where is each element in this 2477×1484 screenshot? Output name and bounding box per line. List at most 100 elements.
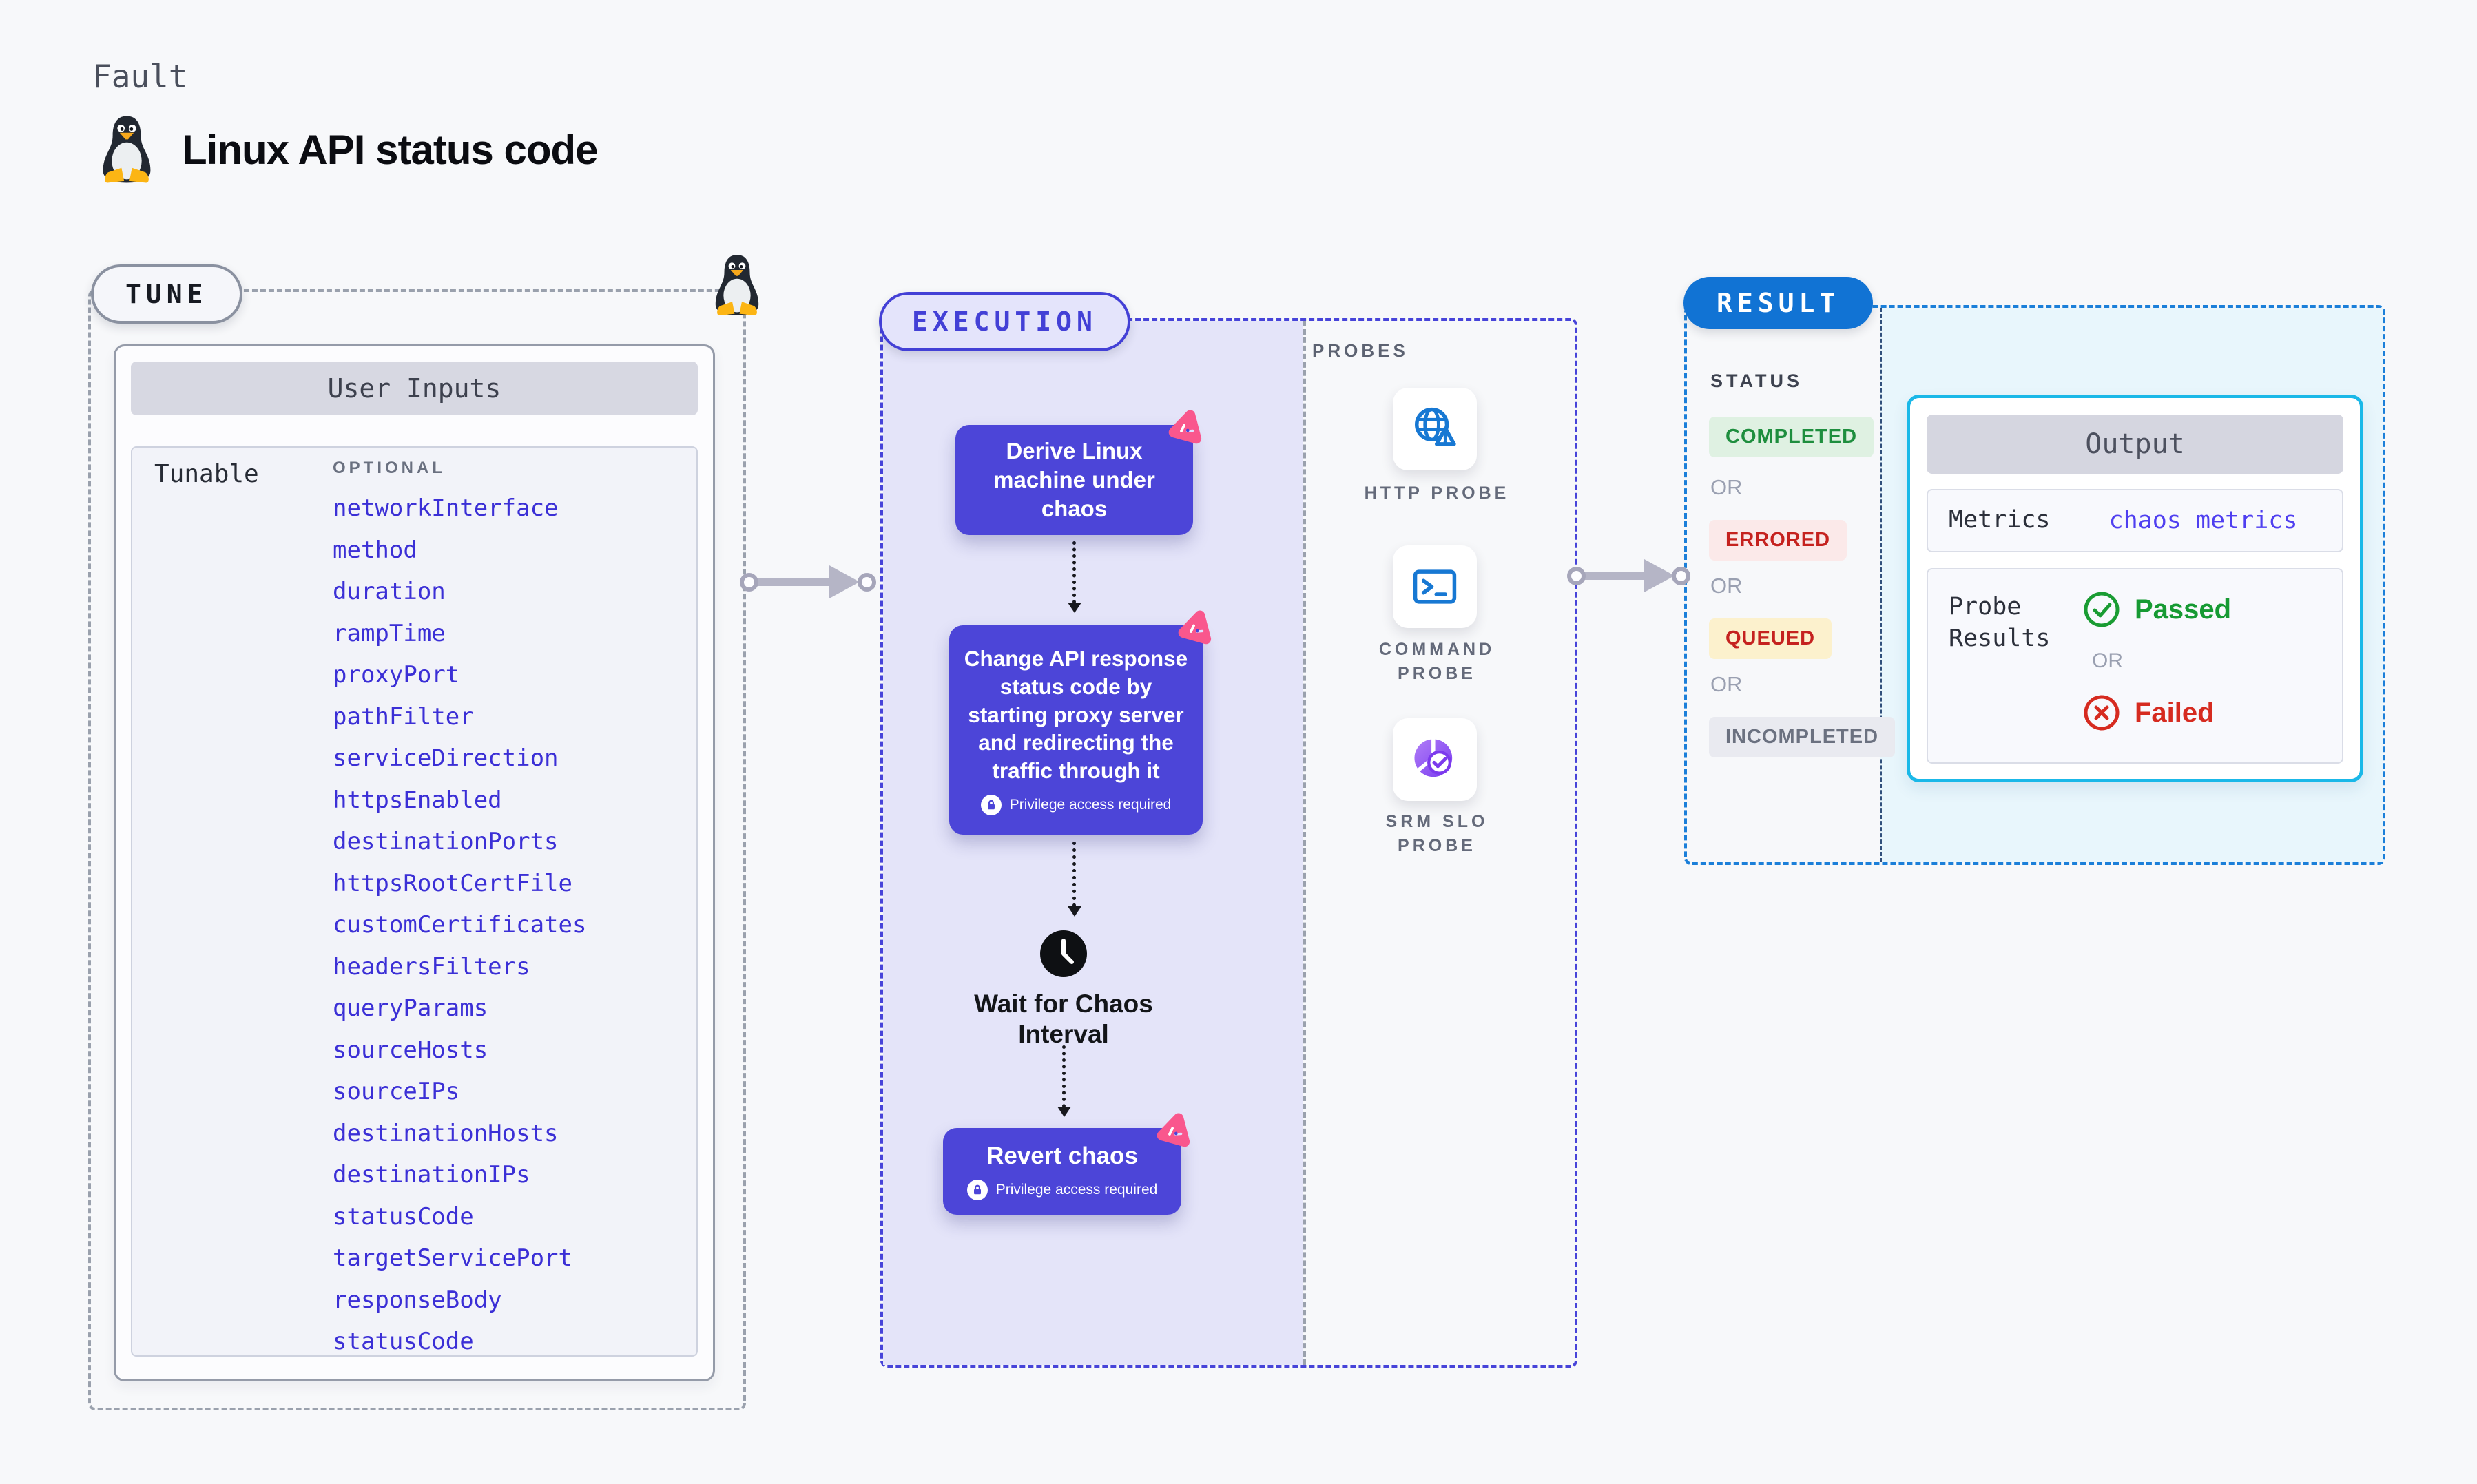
optional-column-label: OPTIONAL (333, 459, 446, 477)
arrow-head (829, 565, 860, 598)
tunable-param[interactable]: httpsRootCertFile (333, 869, 572, 897)
tunable-param[interactable]: statusCode (333, 1202, 474, 1231)
arrow-endpoint (1567, 567, 1586, 585)
globe-alert-icon (1415, 407, 1456, 446)
tunable-param[interactable]: networkInterface (333, 494, 559, 522)
tunable-param[interactable]: targetServicePort (333, 1244, 572, 1272)
verdict-or-separator: OR (2092, 649, 2123, 672)
privilege-text: Privilege access required (1009, 797, 1172, 813)
check-circle-icon (2084, 592, 2120, 627)
output-card: Output Metrics chaos metrics Probe Resul… (1907, 395, 2363, 782)
privilege-note: Privilege access required (980, 795, 1172, 816)
arrow-endpoint (858, 573, 876, 592)
tunables-panel: Tunable OPTIONAL networkInterface method… (131, 446, 698, 1357)
tunable-param[interactable]: responseBody (333, 1286, 502, 1314)
tunable-param[interactable]: duration (333, 578, 446, 605)
tunable-param[interactable]: headersFilters (333, 952, 530, 981)
tune-to-execution-arrow (740, 564, 876, 600)
step-label: Wait for Chaos Interval (974, 990, 1153, 1048)
status-column-label: STATUS (1710, 370, 1803, 391)
step-wait-interval: Wait for Chaos Interval (967, 928, 1160, 1049)
status-badge-completed: COMPLETED (1709, 417, 1874, 457)
tunable-param[interactable]: serviceDirection (333, 744, 559, 772)
metrics-row: Metrics chaos metrics (1927, 489, 2343, 552)
step-revert-chaos: Revert chaos Privilege access required (943, 1113, 1190, 1215)
lock-icon (966, 1180, 988, 1200)
chaos-logo-icon (1168, 410, 1202, 444)
execution-badge: EXECUTION (879, 292, 1130, 351)
tux-penguin-icon-small (715, 255, 759, 315)
privilege-note: Privilege access required (966, 1180, 1158, 1200)
slo-donut-icon (1414, 738, 1453, 777)
step-label: Revert chaos (986, 1142, 1138, 1169)
terminal-icon (1413, 569, 1457, 604)
tunable-param[interactable]: destinationIPs (333, 1161, 530, 1189)
chaos-metrics-link[interactable]: chaos metrics (2108, 507, 2298, 534)
passed-verdict: Passed (2082, 590, 2231, 629)
user-inputs-card: User Inputs Tunable OPTIONAL networkInte… (114, 344, 715, 1381)
step-label: Change API response status code by start… (964, 645, 1188, 784)
probe-results-row: Probe Results Passed OR Failed (1927, 568, 2343, 764)
arrow-endpoint (740, 573, 758, 592)
chaos-logo-icon (1178, 610, 1212, 645)
tunable-row-label: Tunable (154, 460, 259, 488)
status-output-divider (1880, 308, 1882, 862)
tunable-param[interactable]: sourceHosts (333, 1036, 488, 1064)
command-probe-label: COMMAND PROBE (1378, 640, 1495, 683)
metrics-label: Metrics (1949, 506, 2051, 534)
chaos-logo-icon (1157, 1113, 1190, 1147)
result-badge: RESULT (1683, 277, 1874, 329)
tunable-param[interactable]: queryParams (333, 994, 488, 1022)
arrow-line (1581, 572, 1650, 580)
failed-verdict: Failed (2082, 693, 2231, 732)
tune-badge: TUNE (91, 264, 242, 324)
probe-verdicts: Passed OR Failed (2082, 590, 2231, 732)
user-inputs-header: User Inputs (131, 362, 698, 415)
flow-arrow (1057, 1045, 1071, 1117)
clock-icon (1040, 930, 1087, 977)
page-header: Linux API status code (98, 114, 599, 185)
arrow-head (1644, 559, 1675, 592)
tunable-param[interactable]: pathFilter (333, 702, 474, 731)
tux-penguin-icon (103, 116, 151, 183)
x-circle-icon (2084, 695, 2120, 731)
tunable-param[interactable]: method (333, 536, 417, 564)
probe-results-label: Probe Results (1949, 593, 2051, 652)
page-title: Linux API status code (182, 126, 599, 173)
srm-slo-probe-label: SRM SLO PROBE (1385, 812, 1489, 855)
flow-arrow (1068, 842, 1081, 917)
http-probe-label: HTTP PROBE (1364, 483, 1510, 503)
tunable-param[interactable]: customCertificates (333, 911, 587, 939)
tunable-param[interactable]: proxyPort (333, 661, 460, 689)
tunable-param[interactable]: sourceIPs (333, 1078, 460, 1105)
status-badge-incompleted: INCOMPLETED (1709, 717, 1896, 757)
step-label: Derive Linux machine under chaos (993, 437, 1155, 522)
status-or-separator: OR (1710, 672, 1743, 696)
step-derive-machine: Derive Linux machine under chaos (955, 410, 1202, 535)
flow-arrow (1068, 541, 1081, 613)
step-change-status-code: Change API response status code by start… (949, 610, 1212, 835)
command-probe-card (1393, 545, 1477, 628)
srm-slo-probe-card (1393, 718, 1477, 801)
status-or-separator: OR (1710, 475, 1743, 499)
tunable-param[interactable]: statusCode (333, 1328, 474, 1355)
status-or-separator: OR (1710, 574, 1743, 598)
status-badge-errored: ERRORED (1709, 520, 1847, 561)
tunable-param[interactable]: rampTime (333, 619, 446, 647)
tune-section (88, 289, 746, 1410)
failed-label: Failed (2135, 697, 2215, 728)
arrow-endpoint (1672, 567, 1690, 585)
http-probe-card (1393, 388, 1477, 470)
arrow-line (754, 578, 833, 586)
output-header: Output (1927, 415, 2343, 474)
fault-eyebrow: Fault (92, 58, 188, 95)
probes-section-label: PROBES (1312, 340, 1409, 361)
tunable-param[interactable]: destinationHosts (333, 1119, 559, 1147)
passed-label: Passed (2135, 594, 2232, 625)
status-badge-queued: QUEUED (1709, 618, 1832, 659)
tunable-param[interactable]: httpsEnabled (333, 786, 502, 814)
tunable-param[interactable]: destinationPorts (333, 828, 559, 855)
privilege-text: Privilege access required (995, 1182, 1158, 1198)
probes-to-result-arrow (1567, 558, 1690, 594)
